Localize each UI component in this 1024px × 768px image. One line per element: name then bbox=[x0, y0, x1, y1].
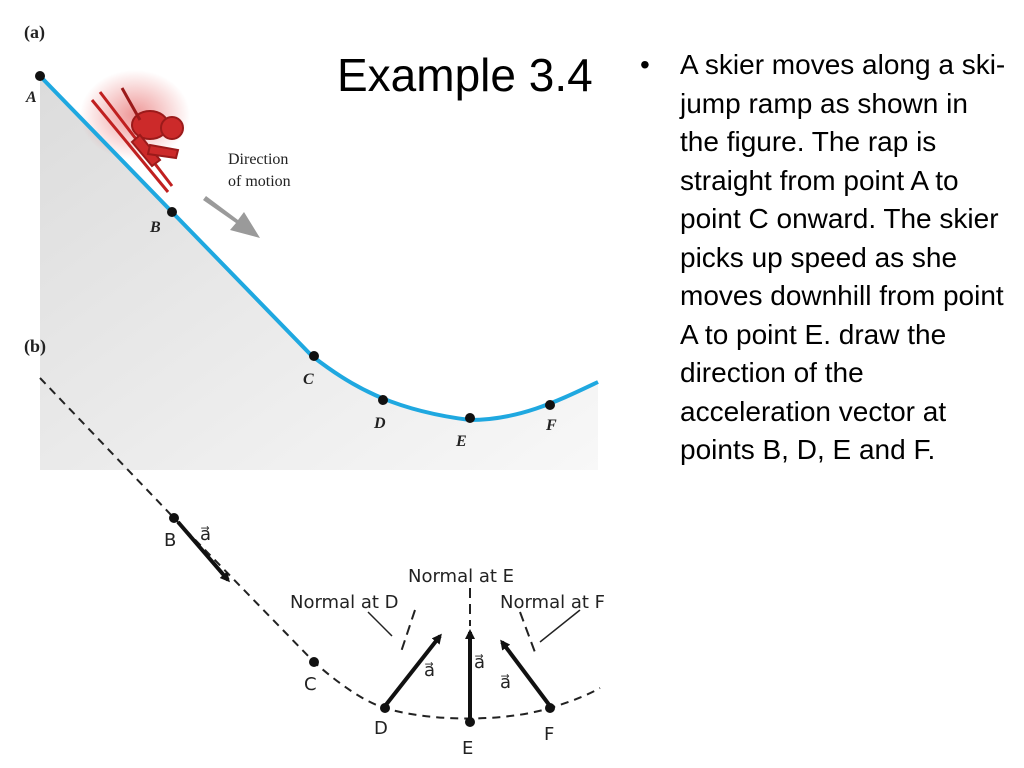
skier-figure bbox=[90, 87, 184, 193]
point-a-label: A bbox=[25, 89, 37, 106]
acceleration-arrow-d bbox=[383, 633, 442, 708]
vector-label-e: a⃗ bbox=[474, 652, 485, 673]
path-point-f-dot bbox=[545, 703, 555, 713]
ramp-shadow bbox=[40, 76, 598, 470]
bullet-text: A skier moves along a ski-jump ramp as s… bbox=[680, 49, 1006, 465]
path-points bbox=[169, 513, 555, 727]
path-dashed-line bbox=[39, 377, 601, 720]
slide-title: Example 3.4 bbox=[337, 49, 593, 101]
vector-label-f: a⃗ bbox=[500, 672, 511, 693]
ski-jump-figure: (a) A B C D E F Direction of motion (b) bbox=[24, 22, 605, 759]
normal-at-d-label: Normal at D bbox=[290, 592, 399, 613]
point-b-label: B bbox=[149, 219, 161, 236]
normal-at-f-label: Normal at F bbox=[500, 592, 605, 613]
point-d-dot bbox=[378, 395, 388, 405]
bullet-dot-icon: • bbox=[640, 49, 650, 80]
point-f-dot bbox=[545, 400, 555, 410]
point-e-dot bbox=[465, 413, 475, 423]
skier-glow bbox=[80, 70, 190, 160]
path-point-f-label: F bbox=[544, 724, 554, 745]
ramp-points bbox=[35, 71, 555, 423]
normal-lines bbox=[399, 588, 537, 656]
direction-label-line2: of motion bbox=[228, 173, 291, 190]
path-point-b-label: B bbox=[164, 530, 176, 551]
point-b-dot bbox=[167, 207, 177, 217]
path-point-e-dot bbox=[465, 717, 475, 727]
point-a-dot bbox=[35, 71, 45, 81]
vector-label-d: a⃗ bbox=[424, 660, 435, 681]
point-d-label: D bbox=[373, 415, 386, 432]
point-c-label: C bbox=[303, 371, 314, 388]
acceleration-arrow-b bbox=[176, 520, 230, 583]
path-point-c-label: C bbox=[304, 674, 317, 695]
path-point-e-label: E bbox=[462, 738, 473, 759]
point-c-dot bbox=[309, 351, 319, 361]
direction-arrow-icon bbox=[203, 196, 260, 238]
normal-at-e-label: Normal at E bbox=[408, 566, 514, 587]
vector-label-b: a⃗ bbox=[200, 524, 211, 545]
panel-a-label: (a) bbox=[24, 22, 45, 43]
panel-b-label: (b) bbox=[24, 336, 46, 357]
point-f-label: F bbox=[545, 417, 557, 434]
path-point-d-label: D bbox=[374, 718, 388, 739]
path-point-d-dot bbox=[380, 703, 390, 713]
bullet-list: • A skier moves along a ski-jump ramp as… bbox=[640, 46, 1010, 470]
acceleration-arrow-f bbox=[500, 639, 552, 708]
ramp-line bbox=[38, 74, 599, 423]
path-point-c-dot bbox=[309, 657, 319, 667]
direction-label-line1: Direction bbox=[228, 151, 288, 168]
normal-leaders bbox=[367, 609, 581, 643]
path-point-b-dot bbox=[169, 513, 179, 523]
point-e-label: E bbox=[455, 433, 467, 450]
